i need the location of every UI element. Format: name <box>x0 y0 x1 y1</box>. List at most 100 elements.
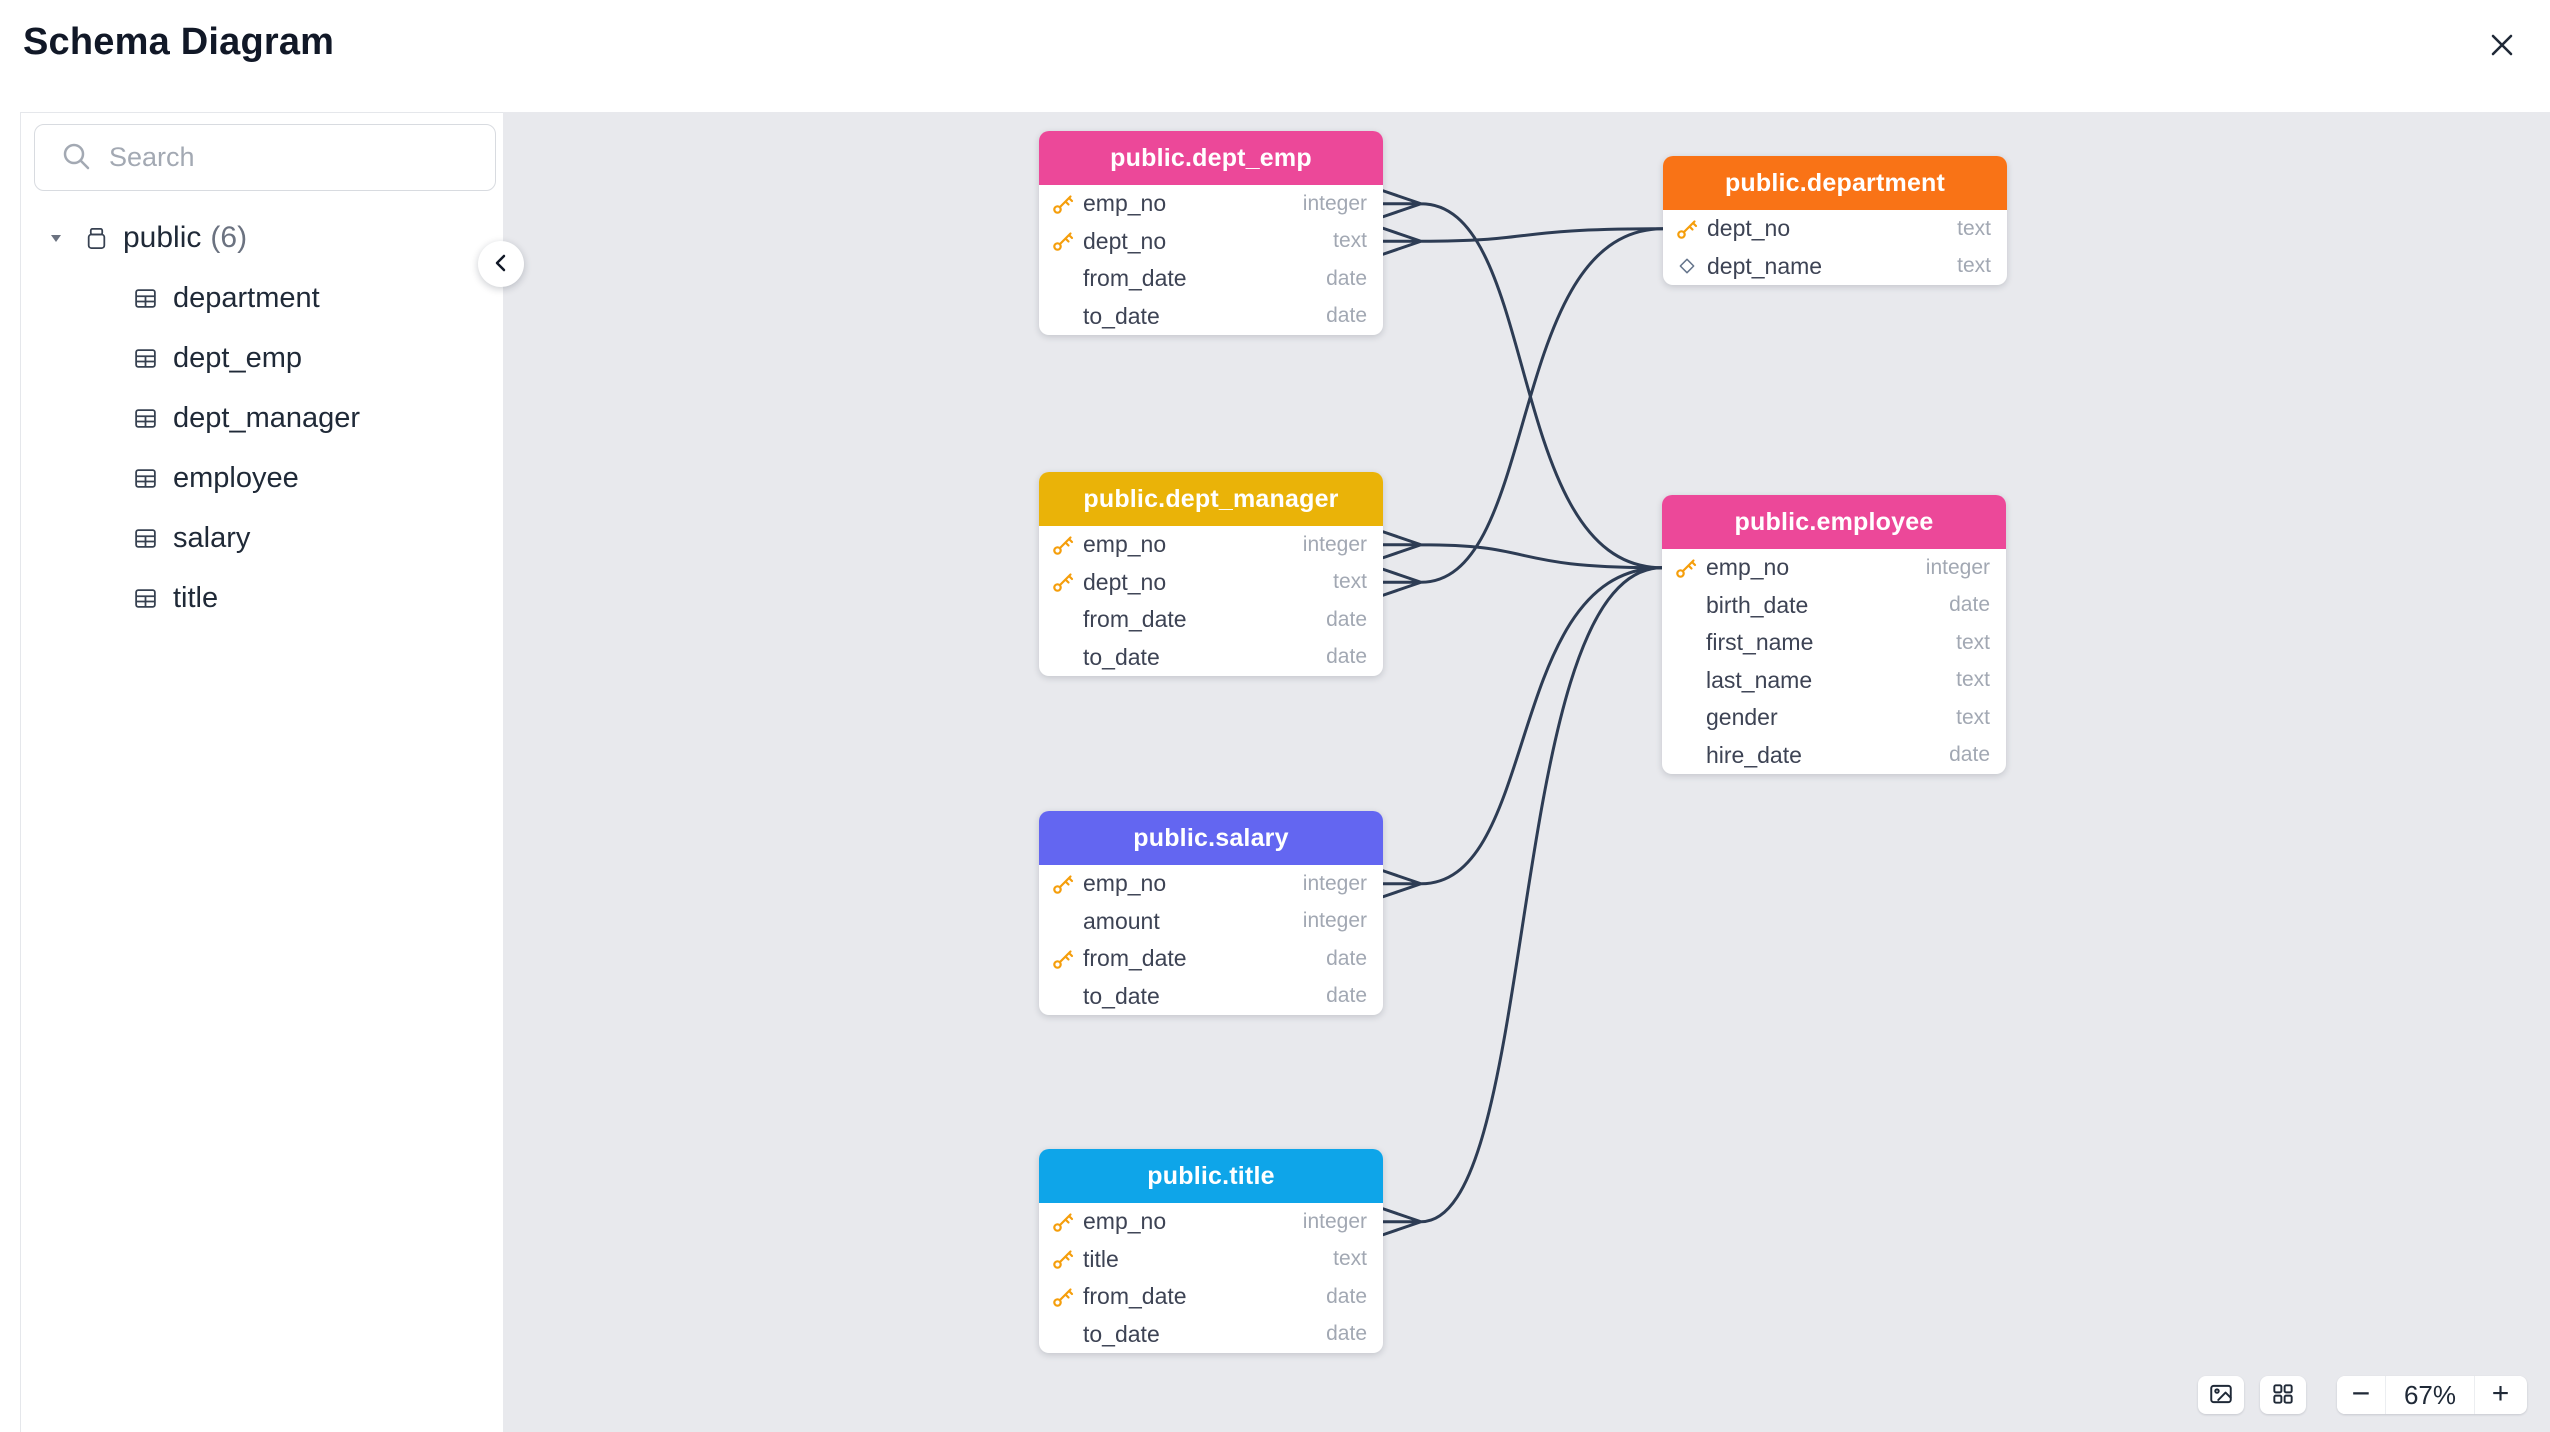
column-type: date <box>1326 266 1367 290</box>
relationship-edge-title.emp_no-to-employee.emp_no[interactable] <box>1381 566 1664 1237</box>
sidebar-item-dept_manager[interactable]: dept_manager <box>21 402 360 434</box>
column-name: to_date <box>1083 643 1160 670</box>
primary-key-icon <box>1051 229 1075 253</box>
column-name: from_date <box>1083 945 1187 972</box>
column-row-to_date[interactable]: to_date date <box>1039 639 1383 677</box>
zoom-level: 67% <box>2386 1376 2475 1414</box>
column-type: date <box>1326 645 1367 669</box>
fit-view-button[interactable] <box>2198 1376 2244 1414</box>
no-icon <box>1674 668 1698 692</box>
titlebar: Schema Diagram <box>0 0 2550 112</box>
sidebar-item-salary[interactable]: salary <box>21 522 250 554</box>
column-name: birth_date <box>1706 591 1809 618</box>
close-button[interactable] <box>2474 18 2530 74</box>
relationship-edge-dept_emp.dept_no-to-department.dept_no[interactable] <box>1381 226 1665 256</box>
column-type: text <box>1333 229 1367 253</box>
sidebar-item-label: dept_emp <box>173 341 302 374</box>
image-icon <box>2208 1381 2234 1410</box>
primary-key-icon <box>1051 533 1075 557</box>
column-name: to_date <box>1083 982 1160 1009</box>
schema-node-public[interactable]: public (6) <box>21 221 248 254</box>
column-type: integer <box>1302 191 1367 215</box>
column-name: title <box>1083 1245 1119 1272</box>
no-icon <box>1051 645 1075 669</box>
table-icon <box>132 466 159 491</box>
sidebar-item-employee[interactable]: employee <box>21 462 299 494</box>
relationship-edge-dept_emp.emp_no-to-employee.emp_no[interactable] <box>1381 189 1664 570</box>
no-icon <box>1051 1322 1075 1346</box>
close-icon <box>2487 30 2517 63</box>
column-name: hire_date <box>1706 741 1802 768</box>
primary-key-icon <box>1051 872 1075 896</box>
relationship-edge-salary.emp_no-to-employee.emp_no[interactable] <box>1381 566 1664 899</box>
sidebar-item-title[interactable]: title <box>21 582 218 614</box>
column-row-to_date[interactable]: to_date date <box>1039 978 1383 1016</box>
unique-diamond-icon <box>1675 254 1699 278</box>
zoom-in-button[interactable]: + <box>2475 1376 2526 1414</box>
table-node-title: public.department <box>1663 156 2007 210</box>
sidebar-collapse-button[interactable] <box>478 241 524 287</box>
column-row-from_date[interactable]: from_date date <box>1039 260 1383 298</box>
column-row-title[interactable]: title text <box>1039 1241 1383 1279</box>
sidebar-item-department[interactable]: department <box>21 282 320 314</box>
table-node-title: public.salary <box>1039 811 1383 865</box>
column-type: text <box>1957 254 1991 278</box>
sidebar-item-label: department <box>173 281 320 314</box>
column-type: date <box>1326 607 1367 631</box>
search-input[interactable] <box>34 124 496 191</box>
no-icon <box>1674 593 1698 617</box>
column-type: date <box>1326 984 1367 1008</box>
relationship-edge-dept_manager.emp_no-to-employee.emp_no[interactable] <box>1381 530 1664 570</box>
sidebar-item-label: dept_manager <box>173 401 361 434</box>
sidebar-item-label: title <box>173 581 219 614</box>
primary-key-icon <box>1051 1285 1075 1309</box>
primary-key-icon <box>1051 1247 1075 1271</box>
minimap-toggle-button[interactable] <box>2260 1376 2306 1414</box>
relationship-edge-dept_manager.dept_no-to-department.dept_no[interactable] <box>1381 227 1665 597</box>
primary-key-icon <box>1051 947 1075 971</box>
table-icon <box>132 406 159 431</box>
schema-table-count: (6) <box>210 221 248 254</box>
no-icon <box>1051 608 1075 632</box>
column-name: emp_no <box>1706 554 1790 581</box>
column-name: from_date <box>1083 265 1187 292</box>
column-type: text <box>1333 1247 1367 1271</box>
sidebar-item-label: employee <box>173 461 299 494</box>
column-type: date <box>1326 304 1367 328</box>
primary-key-icon <box>1675 217 1699 241</box>
sidebar-item-dept_emp[interactable]: dept_emp <box>21 342 302 374</box>
zoom-out-button[interactable]: − <box>2337 1376 2386 1414</box>
column-name: last_name <box>1706 666 1813 693</box>
primary-key-icon <box>1051 570 1075 594</box>
relationship-edges <box>1381 189 1665 1237</box>
table-node-title: public.title <box>1039 1149 1383 1203</box>
expander-icon[interactable] <box>48 230 64 246</box>
